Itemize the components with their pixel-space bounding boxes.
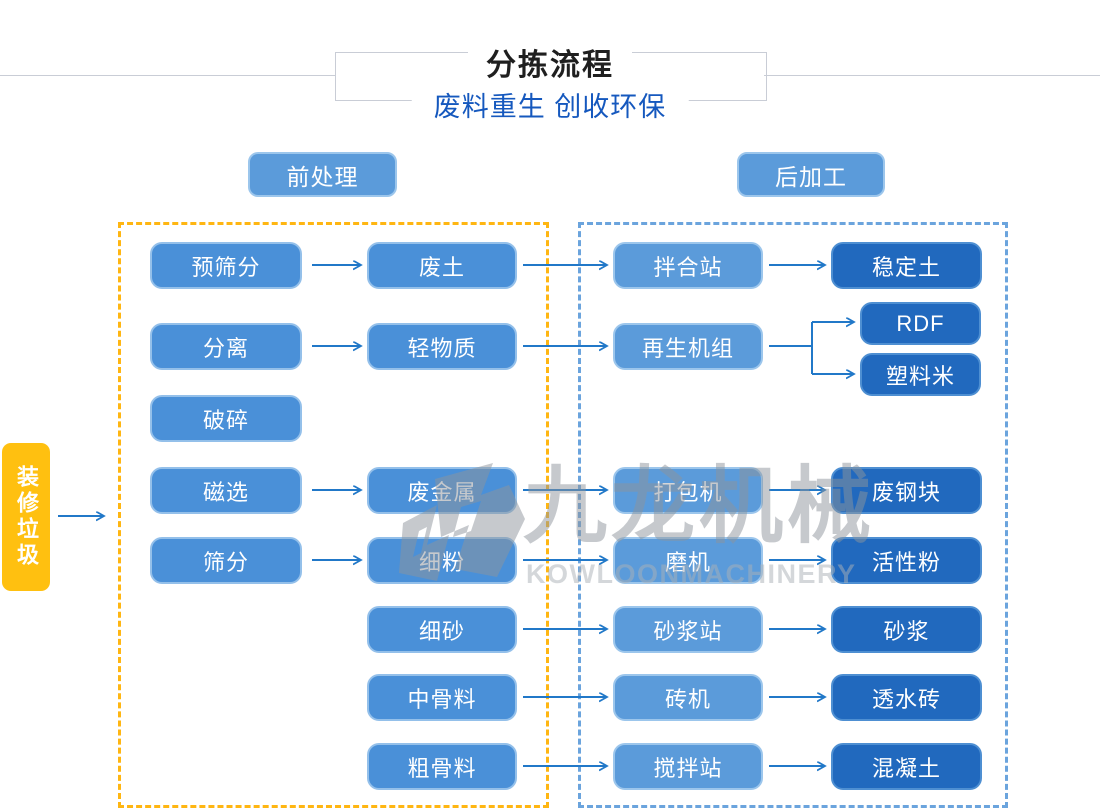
postprocessing-region-box — [578, 222, 1008, 808]
node-fine-powder: 细粉 — [367, 537, 517, 584]
node-mixing-station: 拌合站 — [613, 242, 763, 289]
node-waste-soil: 废土 — [367, 242, 517, 289]
node-pre-screening: 预筛分 — [150, 242, 302, 289]
source-node-decoration-waste: 装修垃圾 — [2, 443, 50, 591]
node-permeable-brick: 透水砖 — [831, 674, 982, 721]
node-batching-station: 搅拌站 — [613, 743, 763, 790]
node-mill: 磨机 — [613, 537, 763, 584]
node-medium-aggregate: 中骨料 — [367, 674, 517, 721]
node-stabilized-soil: 稳定土 — [831, 242, 982, 289]
node-light-material: 轻物质 — [367, 323, 517, 370]
node-separation: 分离 — [150, 323, 302, 370]
node-baler: 打包机 — [613, 467, 763, 514]
node-recycling-unit: 再生机组 — [613, 323, 763, 370]
pretreatment-region-box — [118, 222, 549, 808]
section-label-pretreatment: 前处理 — [248, 152, 397, 197]
node-concrete: 混凝土 — [831, 743, 982, 790]
node-scrap-steel: 废钢块 — [831, 467, 982, 514]
section-label-postprocessing: 后加工 — [737, 152, 885, 197]
node-fine-sand: 细砂 — [367, 606, 517, 653]
node-crushing: 破碎 — [150, 395, 302, 442]
node-mortar: 砂浆 — [831, 606, 982, 653]
node-active-powder: 活性粉 — [831, 537, 982, 584]
header-line-left — [0, 75, 336, 76]
page-subtitle: 废料重生 创收环保 — [411, 85, 689, 124]
node-plastic-pellets: 塑料米 — [860, 353, 981, 396]
node-brick-machine: 砖机 — [613, 674, 763, 721]
page-title: 分拣流程 — [468, 40, 632, 84]
node-mortar-station: 砂浆站 — [613, 606, 763, 653]
node-rdf: RDF — [860, 302, 981, 345]
node-magnetic-separation: 磁选 — [150, 467, 302, 514]
node-scrap-metal: 废金属 — [367, 467, 517, 514]
node-coarse-aggregate: 粗骨料 — [367, 743, 517, 790]
node-screening: 筛分 — [150, 537, 302, 584]
header-line-right — [764, 75, 1100, 76]
